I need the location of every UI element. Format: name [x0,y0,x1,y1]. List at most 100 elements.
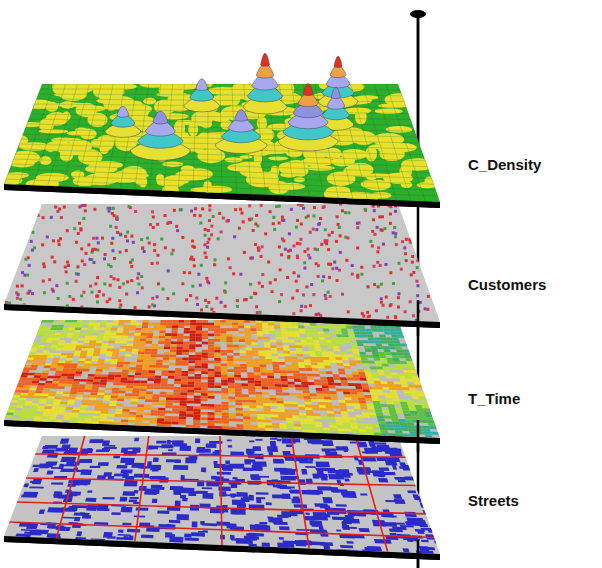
travel-time-cell [132,394,139,397]
travel-time-cell [278,359,285,362]
travel-time-cell [67,353,74,356]
travel-time-cell [103,367,110,370]
travel-time-cell [245,331,251,334]
travel-time-cell [39,360,46,363]
street-block [47,507,65,513]
travel-time-cell [64,323,71,326]
travel-time-cell [58,363,65,366]
travel-time-cell [308,346,315,349]
travel-time-cell [194,406,201,409]
travel-time-cell [180,403,187,406]
travel-time-cell [151,407,158,410]
travel-time-cell [265,420,272,423]
travel-time-cell [115,341,122,344]
travel-time-cell [220,331,226,334]
travel-time-cell [201,363,208,366]
travel-time-cell [166,403,173,406]
travel-time-cell [88,374,95,377]
travel-time-cell [84,421,92,424]
travel-time-cell [214,355,220,358]
travel-time-cell [49,391,57,394]
travel-time-cell [86,330,93,333]
travel-time-cell [41,338,48,341]
travel-time-cell [301,382,308,385]
travel-time-cell [214,328,220,331]
travel-time-cell [23,385,31,388]
travel-time-cell [13,413,21,416]
travel-time-cell [180,395,187,398]
main-road [26,478,416,486]
travel-time-cell [64,363,71,366]
travel-time-cell [59,407,67,410]
travel-time-cell [83,341,90,344]
travel-time-cell [300,421,308,424]
travel-time-cell [7,410,15,413]
travel-time-cell [173,392,180,395]
travel-time-cell [257,331,263,334]
travel-time-cell [111,393,118,396]
travel-time-cell [45,381,53,384]
travel-time-cell [147,333,154,336]
travel-time-cell [126,388,133,391]
travel-time-cell [49,333,56,336]
main-road [9,522,434,537]
travel-time-cell [50,348,57,351]
travel-time-cell [294,337,301,340]
street-block [127,448,140,450]
street-block [342,527,357,530]
travel-time-cell [132,391,139,394]
travel-time-cell [164,419,171,422]
travel-time-cell [127,378,134,381]
travel-time-cell [305,331,312,334]
travel-time-cell [125,393,132,396]
travel-time-cell [38,363,45,366]
travel-time-cell [286,370,293,373]
street-block [39,509,46,514]
travel-time-cell [201,382,208,385]
street-block [30,481,38,484]
travel-time-cell [155,368,162,371]
travel-time-cell [279,423,287,426]
travel-time-cell [301,343,308,346]
travel-time-cell [262,392,269,395]
travel-time-cell [112,390,119,393]
travel-time-cell [119,349,126,352]
travel-time-cell [309,354,316,357]
street-block [21,529,31,531]
travel-time-cell [293,373,300,376]
travel-time-cell [240,367,247,370]
travel-time-cell [286,368,293,371]
travel-time-cell [71,412,79,415]
street-block [134,490,139,493]
street-block [173,490,181,496]
travel-time-cell [135,370,142,373]
street-block [281,438,295,443]
travel-time-cell [136,415,144,418]
travel-time-cell [45,383,53,386]
travel-time-cell [194,379,201,382]
travel-time-cell [281,384,288,387]
travel-time-cell [105,328,112,331]
street-block [87,491,92,493]
street-block [228,445,233,447]
travel-time-cell [126,386,133,389]
travel-time-cell [172,325,178,328]
travel-time-cell [100,380,107,383]
travel-time-cell [136,365,143,368]
travel-time-cell [177,344,184,347]
street-block [244,459,251,464]
travel-time-cell [260,364,267,367]
street-block [282,494,291,499]
travel-time-cell [196,325,202,328]
travel-time-cell [233,339,239,342]
travel-time-cell [242,400,249,403]
travel-time-cell [171,336,177,339]
travel-time-cell [33,398,41,401]
travel-time-cell [317,360,324,363]
travel-time-cell [208,420,215,423]
travel-time-cell [137,407,144,410]
travel-time-cell [263,331,269,334]
travel-time-cell [304,399,311,402]
travel-time-cell [133,344,140,347]
travel-time-cell [190,336,196,339]
